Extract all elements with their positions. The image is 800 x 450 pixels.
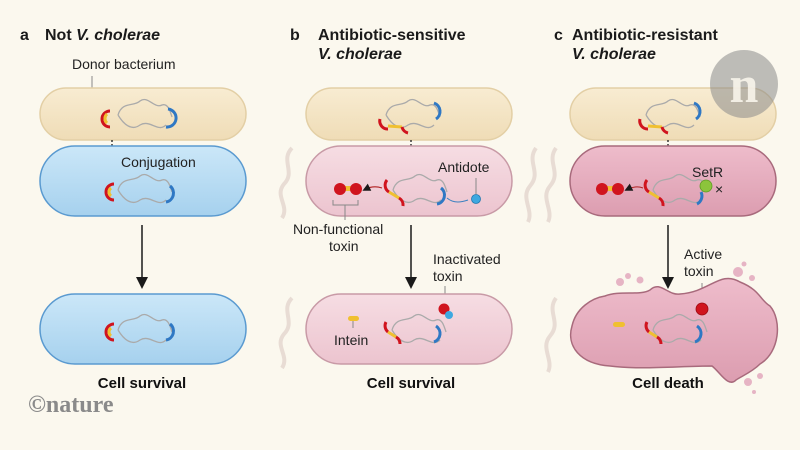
outcome-label: Cell death <box>632 375 704 392</box>
toxin-arrow <box>624 183 644 191</box>
toxin-molecule <box>596 183 624 195</box>
result-plasmid <box>104 313 175 344</box>
recipient-cell <box>39 145 247 217</box>
panel-title-species: V. cholerae <box>572 46 656 63</box>
result-plasmid <box>644 313 708 345</box>
recipient-plasmid <box>383 173 448 207</box>
recipient-cell <box>305 145 513 217</box>
panel-c: c Antibiotic-resistant V. cholerae n <box>544 27 779 394</box>
blocked-icon: × <box>715 181 723 197</box>
outcome-label: Cell survival <box>98 375 186 392</box>
flagellum <box>544 296 558 373</box>
recipient-plasmid <box>643 173 708 207</box>
cell-debris <box>616 261 763 394</box>
intein-label: Intein <box>334 332 368 348</box>
donor-plasmid <box>378 98 442 135</box>
panel-title: Antibiotic-sensitive <box>318 27 466 44</box>
recipient-cell <box>569 145 777 217</box>
flagellum <box>544 146 558 223</box>
active-toxin-label: Active <box>684 246 722 262</box>
panel-letter: a <box>20 27 29 44</box>
panel-a: a Not V. cholerae Donor bacterium Conjug… <box>20 27 247 418</box>
setr-label: SetR <box>692 164 723 180</box>
donor-plasmid <box>638 98 702 135</box>
nonfunctional-label-2: toxin <box>329 238 359 254</box>
inactivated-toxin <box>438 303 453 319</box>
panel-title: Not V. cholerae <box>45 27 160 44</box>
panel-title-species: V. cholerae <box>318 46 402 63</box>
outcome-label: Cell survival <box>367 375 455 392</box>
flagellum <box>278 146 294 220</box>
panel-letter: b <box>290 27 300 44</box>
donor-plasmid <box>100 98 178 129</box>
intein-molecule <box>348 316 359 321</box>
antidote-label: Antidote <box>438 159 490 175</box>
nonfunctional-label: Non-functional <box>293 221 383 237</box>
panel-title: Antibiotic-resistant <box>572 27 718 44</box>
intein-molecule <box>613 322 625 327</box>
result-plasmid <box>383 313 447 345</box>
inactivated-label: Inactivated <box>433 251 501 267</box>
nonfunctional-bracket <box>332 200 359 220</box>
antidote-arrow <box>446 197 469 203</box>
panel-letter: c <box>554 27 563 44</box>
recipient-plasmid <box>104 173 175 204</box>
toxin-arrow <box>362 183 383 191</box>
nonfunctional-toxin <box>334 183 362 195</box>
nature-logo: n <box>710 50 778 118</box>
donor-cell <box>39 87 247 141</box>
inactivated-label-2: toxin <box>433 268 463 284</box>
active-toxin-label-2: toxin <box>684 263 714 279</box>
result-cell <box>39 293 247 365</box>
conjugation-label: Conjugation <box>121 154 196 170</box>
lysing-cell <box>569 277 779 383</box>
result-cell <box>305 293 513 365</box>
donor-cell <box>305 87 513 141</box>
nature-credit: ©nature <box>28 392 114 418</box>
active-toxin-molecule <box>695 302 709 316</box>
svg-text:n: n <box>730 57 759 114</box>
panel-b: b Antibiotic-sensitive V. cholerae <box>278 27 538 392</box>
setr-molecule <box>699 179 713 193</box>
donor-label: Donor bacterium <box>72 56 176 72</box>
flagellum <box>278 296 294 370</box>
flagellum <box>524 146 538 223</box>
antidote-molecule <box>471 194 481 204</box>
